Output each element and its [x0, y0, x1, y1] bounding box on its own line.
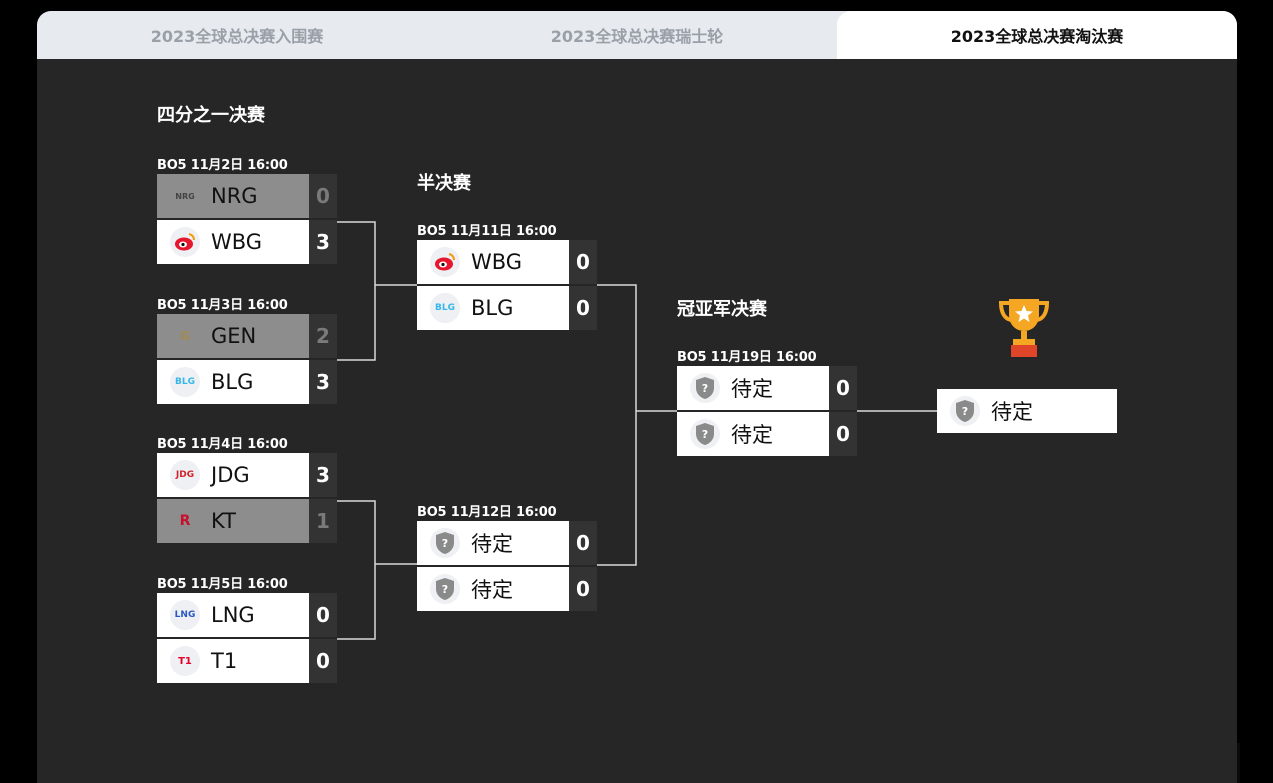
team-box: R KT [157, 499, 309, 543]
team-row[interactable]: G GEN 2 [157, 314, 337, 358]
team-score: 0 [569, 567, 597, 611]
team-box: ? 待定 [677, 366, 829, 410]
team-row[interactable]: R KT 1 [157, 499, 337, 543]
team-name: JDG [211, 463, 250, 487]
kt-logo-icon: R [170, 506, 200, 536]
team-name: WBG [211, 230, 263, 254]
match-info-sf1: BO5 11月11日 16:00 [417, 224, 557, 239]
team-box: LNG LNG [157, 593, 309, 637]
team-name: 待定 [471, 532, 513, 556]
team-row[interactable]: NRG NRG 0 [157, 174, 337, 218]
team-box: WBG [157, 220, 309, 264]
unknown-team-icon: ? [690, 419, 720, 449]
team-score: 3 [309, 360, 337, 404]
team-name: WBG [471, 250, 523, 274]
team-name: 待定 [731, 377, 773, 401]
team-name: T1 [211, 649, 238, 673]
team-name: KT [211, 509, 236, 533]
team-name: LNG [211, 603, 255, 627]
bracket-panel: 2023全球总决赛入围赛 2023全球总决赛瑞士轮 2023全球总决赛淘汰赛 四… [37, 11, 1237, 783]
team-row[interactable]: BLG BLG 0 [417, 286, 597, 330]
team-row[interactable]: JDG JDG 3 [157, 453, 337, 497]
team-score: 0 [569, 286, 597, 330]
team-score: 0 [309, 639, 337, 683]
champion-row[interactable]: ? 待定 [937, 389, 1117, 433]
team-box: G GEN [157, 314, 309, 358]
team-name: BLG [471, 296, 514, 320]
team-row[interactable]: ? 待定 0 [417, 521, 597, 565]
stage-title-quarterfinal: 四分之一决赛 [157, 105, 265, 126]
team-row[interactable]: LNG LNG 0 [157, 593, 337, 637]
team-score: 0 [569, 521, 597, 565]
wbg-logo-icon [170, 227, 200, 257]
tab-play-in[interactable]: 2023全球总决赛入围赛 [150, 27, 324, 46]
team-box: ? 待定 [417, 521, 569, 565]
stage-title-final: 冠亚军决赛 [677, 299, 767, 320]
team-box: BLG BLG [417, 286, 569, 330]
nrg-logo-icon: NRG [170, 181, 200, 211]
team-score: 3 [309, 453, 337, 497]
unknown-team-icon: ? [430, 574, 460, 604]
team-score: 1 [309, 499, 337, 543]
team-box: NRG NRG [157, 174, 309, 218]
team-box: ? 待定 [677, 412, 829, 456]
blg-logo-icon: BLG [170, 367, 200, 397]
team-row[interactable]: WBG 3 [157, 220, 337, 264]
team-row[interactable]: WBG 0 [417, 240, 597, 284]
team-name: 待定 [471, 578, 513, 602]
svg-text:?: ? [442, 537, 448, 550]
svg-text:?: ? [702, 428, 708, 441]
team-name: GEN [211, 324, 257, 348]
trophy-icon [998, 299, 1050, 357]
match-info-sf2: BO5 11月12日 16:00 [417, 505, 557, 520]
match-info-qf4: BO5 11月5日 16:00 [157, 577, 288, 592]
team-box: ? 待定 [417, 567, 569, 611]
team-row[interactable]: ? 待定 0 [677, 366, 857, 410]
team-box: ? 待定 [937, 389, 1117, 433]
team-score: 3 [309, 220, 337, 264]
unknown-team-icon: ? [950, 396, 980, 426]
match-info-final: BO5 11月19日 16:00 [677, 350, 817, 365]
unknown-team-icon: ? [690, 373, 720, 403]
tab-knockout[interactable]: 2023全球总决赛淘汰赛 [837, 11, 1237, 59]
unknown-team-icon: ? [430, 528, 460, 558]
team-score: 0 [309, 593, 337, 637]
team-row[interactable]: BLG BLG 3 [157, 360, 337, 404]
team-row[interactable]: ? 待定 0 [677, 412, 857, 456]
team-score: 0 [569, 240, 597, 284]
tab-swiss[interactable]: 2023全球总决赛瑞士轮 [550, 27, 724, 46]
team-name: BLG [211, 370, 254, 394]
team-box: WBG [417, 240, 569, 284]
team-score: 0 [309, 174, 337, 218]
jdg-logo-icon: JDG [170, 460, 200, 490]
team-row[interactable]: T1 T1 0 [157, 639, 337, 683]
team-score: 0 [829, 366, 857, 410]
svg-text:?: ? [702, 382, 708, 395]
wbg-logo-icon [430, 247, 460, 277]
lng-logo-icon: LNG [170, 600, 200, 630]
team-score: 0 [829, 412, 857, 456]
gen-logo-icon: G [170, 321, 200, 351]
svg-text:?: ? [962, 405, 968, 418]
team-name: 待定 [731, 423, 773, 447]
svg-text:?: ? [442, 583, 448, 596]
team-box: T1 T1 [157, 639, 309, 683]
stage-tabs: 2023全球总决赛入围赛 2023全球总决赛瑞士轮 2023全球总决赛淘汰赛 [37, 11, 1237, 59]
match-info-qf3: BO5 11月4日 16:00 [157, 437, 288, 452]
match-info-qf1: BO5 11月2日 16:00 [157, 158, 288, 173]
team-name: NRG [211, 184, 258, 208]
blg-logo-icon: BLG [430, 293, 460, 323]
champion-name: 待定 [991, 400, 1033, 424]
stage-title-semifinal: 半决赛 [417, 173, 471, 194]
team-box: BLG BLG [157, 360, 309, 404]
bracket-connectors [337, 221, 937, 640]
team-box: JDG JDG [157, 453, 309, 497]
team-row[interactable]: ? 待定 0 [417, 567, 597, 611]
t1-logo-icon: T1 [170, 646, 200, 676]
match-info-qf2: BO5 11月3日 16:00 [157, 298, 288, 313]
team-score: 2 [309, 314, 337, 358]
